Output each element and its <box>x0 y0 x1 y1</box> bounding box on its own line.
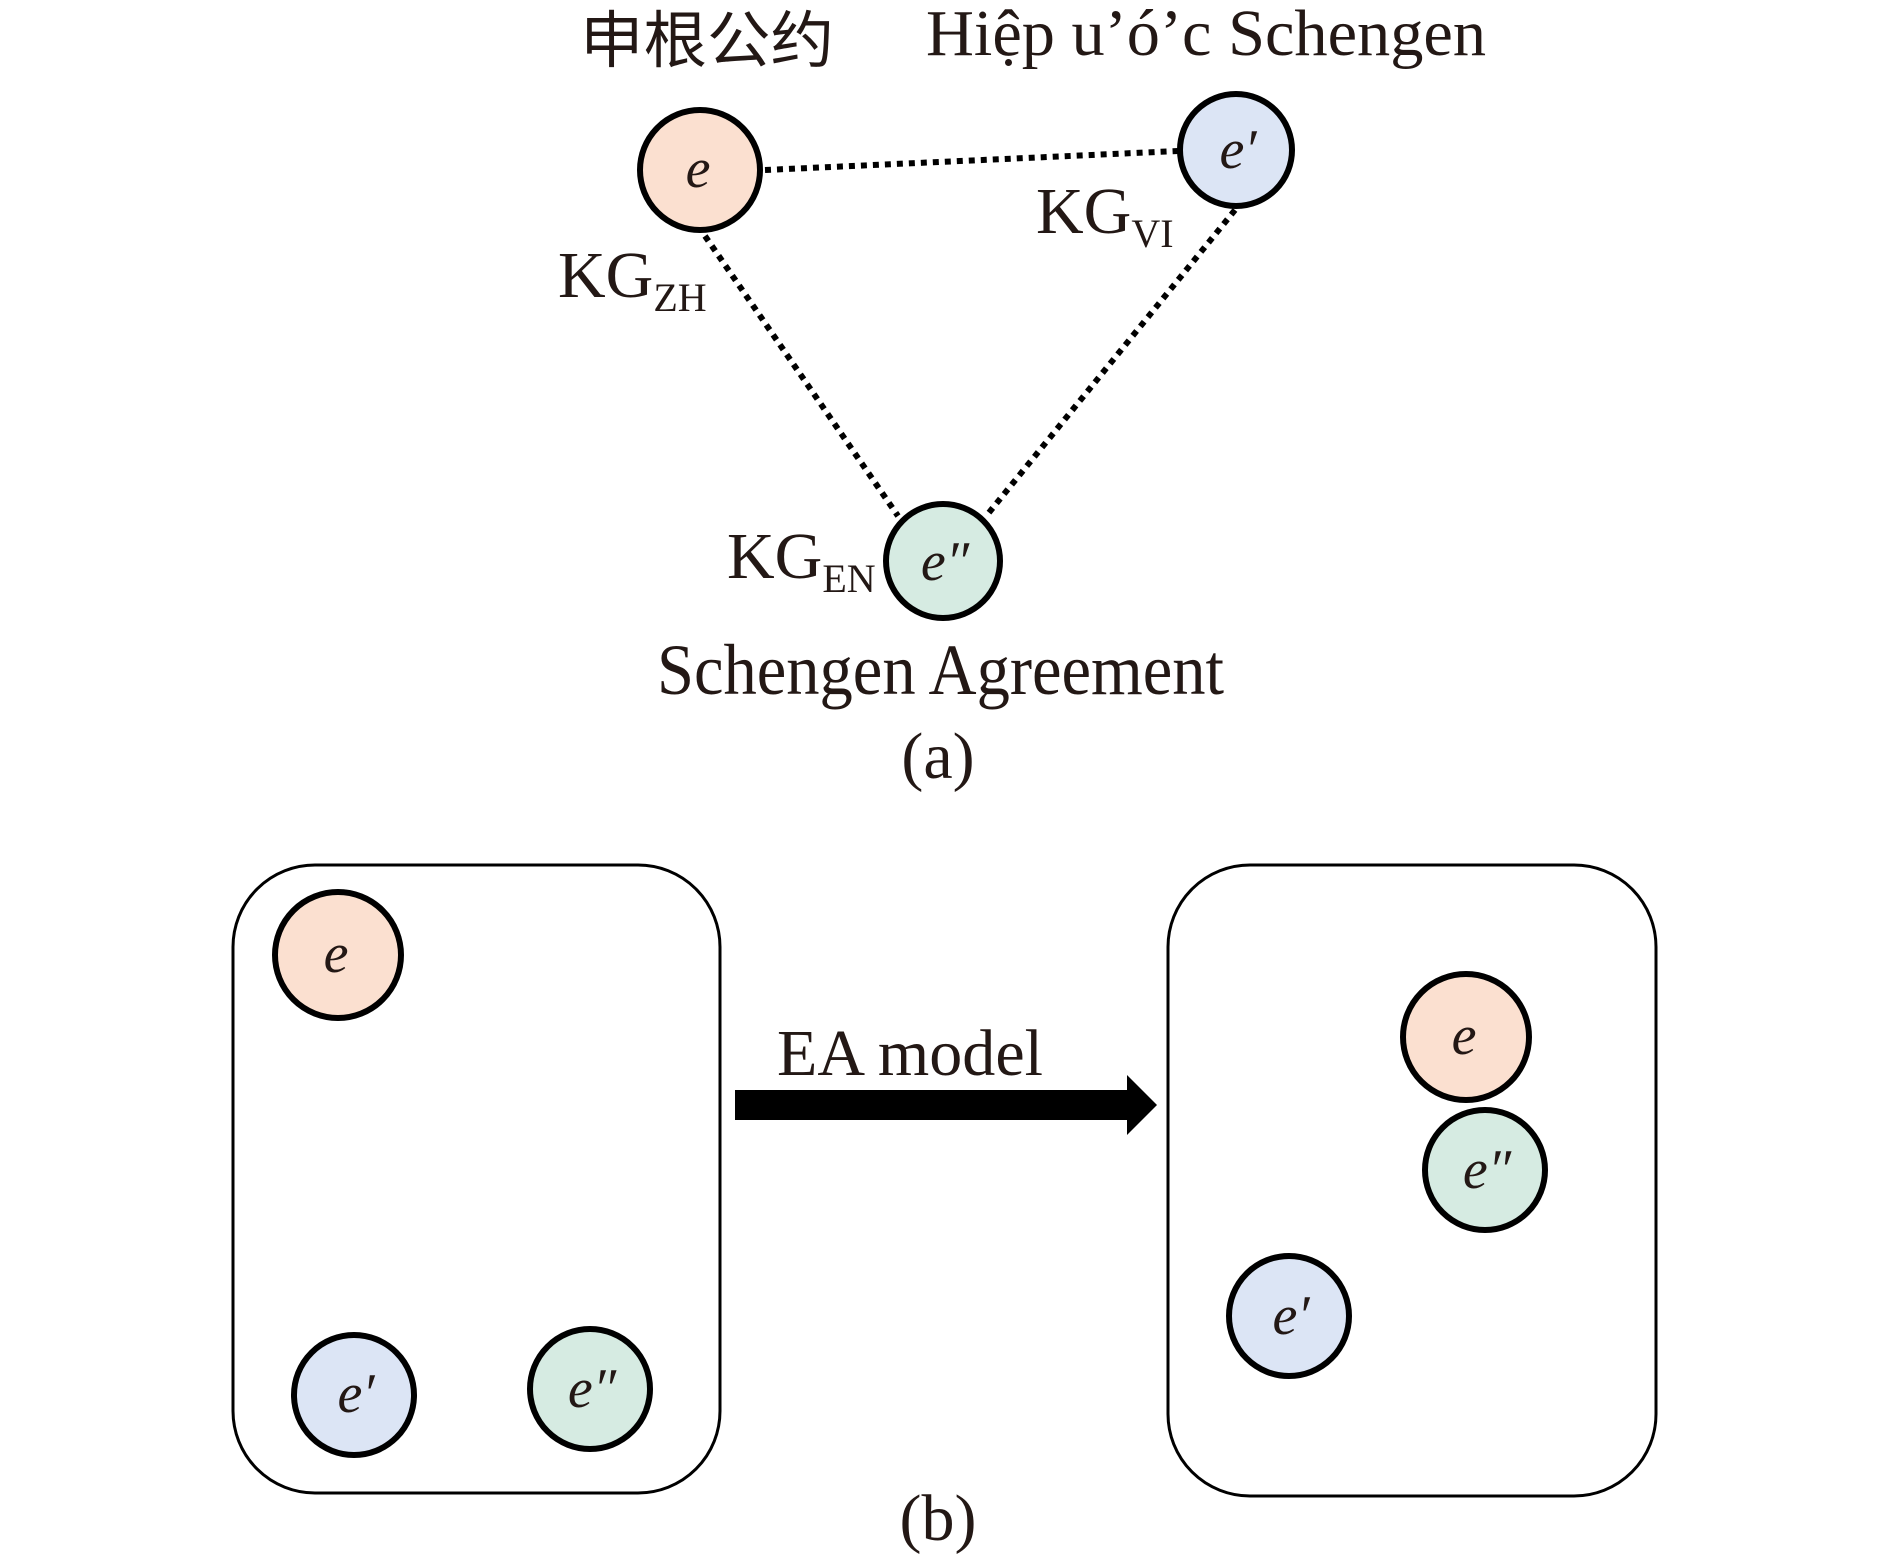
edge-vi-en <box>984 208 1238 517</box>
kg-label-zh-main: KG <box>558 239 653 312</box>
before-node-vi-circle <box>291 1332 417 1458</box>
arrow-icon <box>735 1075 1157 1135</box>
kg-label-vi: KGVI <box>1036 175 1174 256</box>
before-node-vi-symbol: e′ <box>337 1363 375 1425</box>
node-en-circle <box>883 501 1003 621</box>
before-node-zh-symbol: e <box>324 923 349 985</box>
title-vi: Hiệp u’ó’c Schengen <box>926 0 1486 70</box>
node-zh-circle <box>637 107 763 233</box>
ea-model-arrow: EA model <box>735 1017 1157 1135</box>
after-node-vi-circle <box>1226 1253 1352 1379</box>
space-box-before <box>231 863 722 1495</box>
node-vi: e′ <box>1177 91 1295 209</box>
before-node-en-circle <box>527 1326 653 1452</box>
after-node-en-symbol: e″ <box>1463 1139 1512 1201</box>
before-node-vi: e′ <box>291 1332 417 1458</box>
kg-label-en-sub: EN <box>822 556 875 601</box>
node-vi-symbol: e′ <box>1219 119 1257 181</box>
node-vi-circle <box>1177 91 1295 209</box>
node-en-symbol: e″ <box>921 531 970 593</box>
kg-label-zh: KGZH <box>558 239 707 320</box>
node-zh-symbol: e <box>686 138 711 200</box>
panel-b: e e′ e″ EA model e e″ <box>231 863 1658 1555</box>
node-en: e″ <box>883 501 1003 621</box>
kg-label-en: KGEN <box>727 520 876 601</box>
before-node-zh: e <box>272 889 404 1021</box>
title-en: Schengen Agreement <box>657 630 1224 710</box>
embedding-space-after: e e″ e′ <box>1166 863 1658 1498</box>
after-node-zh-symbol: e <box>1452 1005 1477 1067</box>
kg-label-zh-sub: ZH <box>653 275 706 320</box>
edge-zh-vi <box>764 148 1179 173</box>
after-node-zh-circle <box>1400 971 1532 1103</box>
panel-a: 申根公约 Hiệp u’ó’c Schengen Schengen Agreem… <box>558 0 1486 793</box>
before-node-en: e″ <box>527 1326 653 1452</box>
after-node-en: e″ <box>1422 1107 1548 1233</box>
arrow-label: EA model <box>777 1017 1043 1090</box>
edge-zh-en <box>702 234 901 518</box>
space-box-after <box>1166 863 1658 1498</box>
kg-label-vi-sub: VI <box>1131 211 1173 256</box>
kg-label-en-main: KG <box>727 520 822 593</box>
after-node-zh: e <box>1400 971 1532 1103</box>
caption-a: (a) <box>901 720 974 793</box>
after-node-vi: e′ <box>1226 1253 1352 1379</box>
before-node-en-symbol: e″ <box>568 1358 617 1420</box>
embedding-space-before: e e′ e″ <box>231 863 722 1495</box>
kg-label-vi-main: KG <box>1036 175 1131 248</box>
after-node-en-circle <box>1422 1107 1548 1233</box>
after-node-vi-symbol: e′ <box>1272 1285 1310 1347</box>
node-zh: e <box>637 107 763 233</box>
title-zh: 申根公约 <box>580 8 834 76</box>
caption-b: (b) <box>900 1482 977 1555</box>
before-node-zh-circle <box>272 889 404 1021</box>
